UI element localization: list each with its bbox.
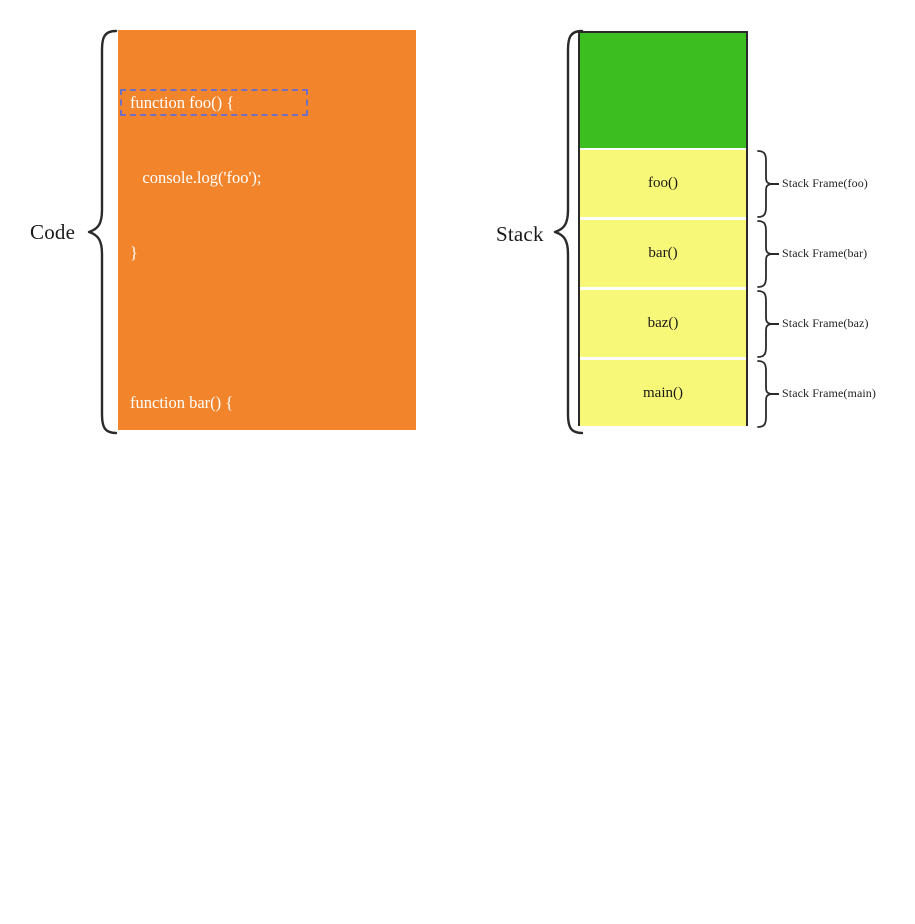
code-line-blank bbox=[130, 315, 416, 340]
code-line: function baz() { bbox=[130, 768, 236, 787]
stack-free-space bbox=[578, 31, 748, 148]
stack-frame-foo[interactable]: foo() bbox=[578, 150, 748, 217]
code-line-blank bbox=[130, 690, 416, 715]
stack-brace bbox=[552, 28, 586, 436]
code-brace bbox=[86, 28, 120, 436]
leader-tick-bar bbox=[770, 253, 779, 255]
code-line: function foo() { bbox=[130, 93, 235, 112]
stack-frame-label-foo: Stack Frame(foo) bbox=[782, 176, 868, 190]
stack-border-right bbox=[746, 148, 748, 426]
stack-frame-baz[interactable]: baz() bbox=[578, 290, 748, 357]
code-line: function bar() { bbox=[130, 393, 234, 412]
stack-section-label: Stack bbox=[496, 222, 544, 246]
code-line: console.log('baz'); bbox=[130, 915, 416, 924]
stack-frame-bar[interactable]: bar() bbox=[578, 220, 748, 287]
stack-column: foo() bar() baz() main() bbox=[578, 31, 748, 426]
code-line: foo(); bbox=[130, 468, 180, 487]
code-line: } bbox=[130, 243, 138, 262]
leader-tick-foo bbox=[770, 183, 779, 185]
stack-frame-main[interactable]: main() bbox=[578, 360, 748, 426]
code-line: } bbox=[130, 618, 138, 637]
code-line: bar(); bbox=[130, 843, 180, 862]
diagram-canvas: Code function foo() { console.log('foo')… bbox=[30, 28, 877, 924]
stack-border-left bbox=[578, 148, 580, 426]
code-listing: function foo() { console.log('foo'); } f… bbox=[130, 40, 416, 924]
stack-frame-label-main: Stack Frame(main) bbox=[782, 386, 877, 400]
stack-frame-label-baz: Stack Frame(baz) bbox=[782, 316, 869, 330]
leader-tick-main bbox=[770, 393, 779, 395]
code-line: console.log('bar'); bbox=[130, 543, 261, 562]
leader-tick-baz bbox=[770, 323, 779, 325]
code-section-label: Code bbox=[30, 220, 76, 244]
code-panel: function foo() { console.log('foo'); } f… bbox=[118, 30, 416, 924]
stack-frame-label-bar: Stack Frame(bar) bbox=[782, 246, 868, 260]
code-line: console.log('foo'); bbox=[130, 168, 262, 187]
